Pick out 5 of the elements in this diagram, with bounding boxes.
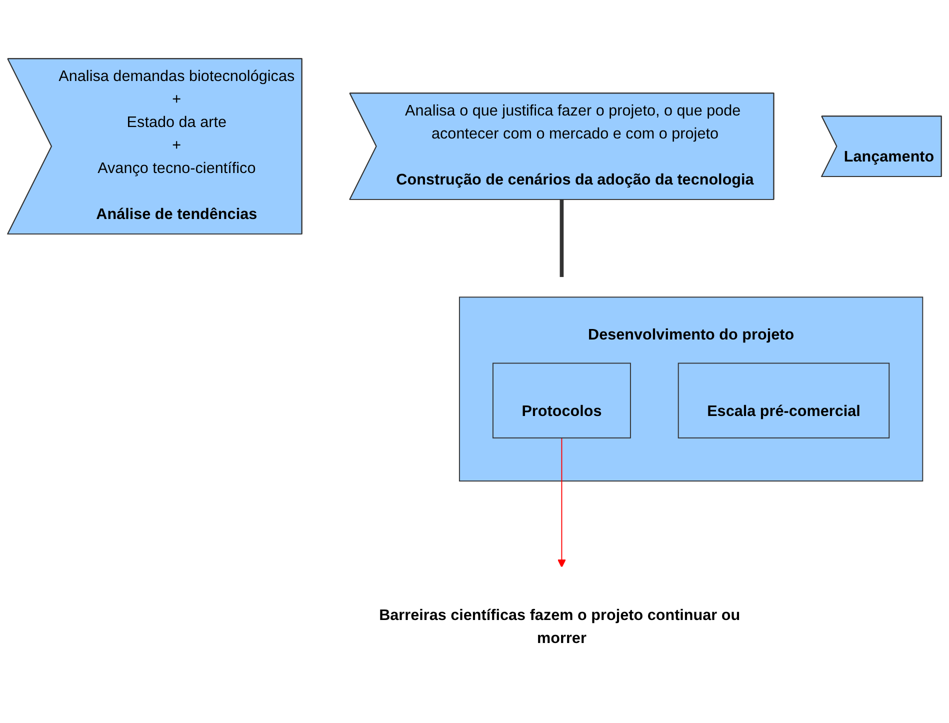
node-text: Barreiras científicas fazem o projeto continuar ou morrer: [379, 607, 740, 646]
arrow: [558, 437, 566, 568]
connector: [560, 199, 564, 277]
node-box: Escala pré-comercial: [678, 362, 890, 438]
node-box: Protocolos: [492, 362, 631, 438]
